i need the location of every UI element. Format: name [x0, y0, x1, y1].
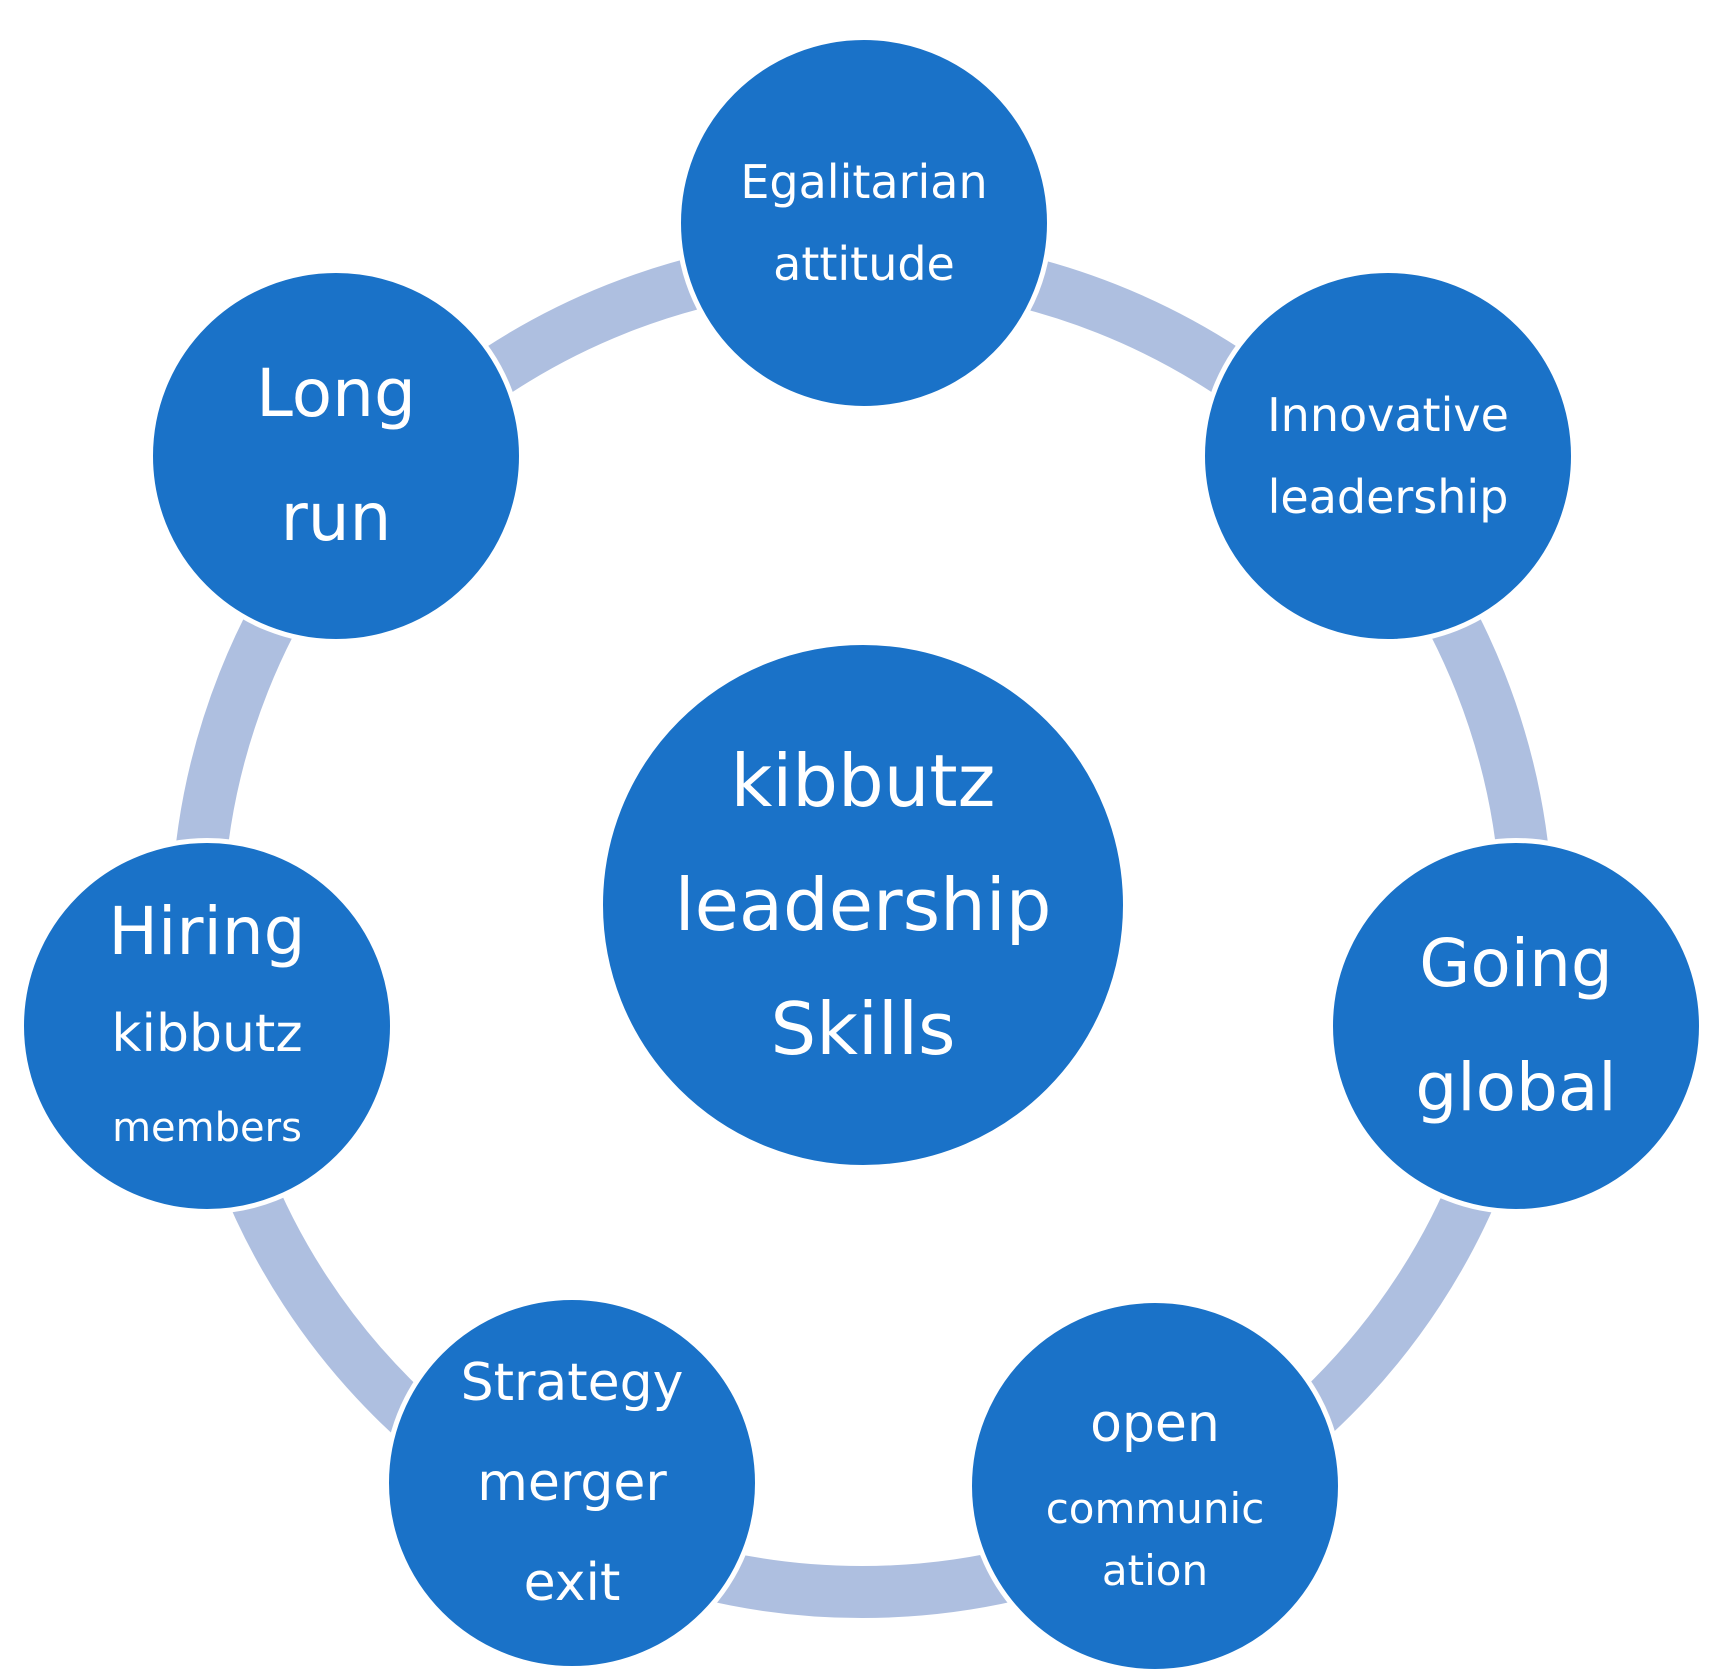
- center-line-1: kibbutz: [730, 739, 996, 823]
- node-label-line: Hiring: [108, 893, 306, 970]
- node-label-line: Innovative: [1267, 388, 1509, 442]
- node-label-line: members: [112, 1105, 302, 1151]
- node-going-global: Going global: [1328, 838, 1704, 1214]
- center-line-3: Skills: [770, 987, 956, 1071]
- node-innovative-leadership: Innovative leadership: [1200, 268, 1576, 644]
- node-open-communication: open communic ation: [967, 1298, 1343, 1674]
- node-label-line: ation: [1101, 1546, 1209, 1595]
- node-label-line: exit: [523, 1553, 621, 1613]
- node-label-line: kibbutz: [111, 1004, 303, 1064]
- node-egalitarian-attitude: Egalitarian attitude: [676, 35, 1052, 411]
- node-label-line: merger: [477, 1453, 667, 1513]
- node-label-line: leadership: [1267, 470, 1509, 524]
- node-hiring-kibbutz-members: Hiring kibbutz members: [19, 838, 395, 1214]
- node-label-line: open: [1090, 1394, 1220, 1454]
- center-line-2: leadership: [674, 863, 1052, 947]
- node-label-line: Long: [256, 355, 416, 432]
- node-label-line: Strategy: [460, 1353, 684, 1413]
- node-long-run: Long run: [148, 268, 524, 644]
- node-label-line: global: [1415, 1049, 1617, 1126]
- node-label-line: communic: [1045, 1484, 1265, 1533]
- node-label-line: attitude: [773, 237, 955, 291]
- node-label-line: run: [280, 479, 392, 556]
- node-label-line: Going: [1419, 925, 1613, 1002]
- center-node: kibbutz leadership Skills: [598, 640, 1128, 1170]
- node-strategy-merger-exit: Strategy merger exit: [384, 1295, 760, 1671]
- node-label-line: Egalitarian: [740, 155, 988, 209]
